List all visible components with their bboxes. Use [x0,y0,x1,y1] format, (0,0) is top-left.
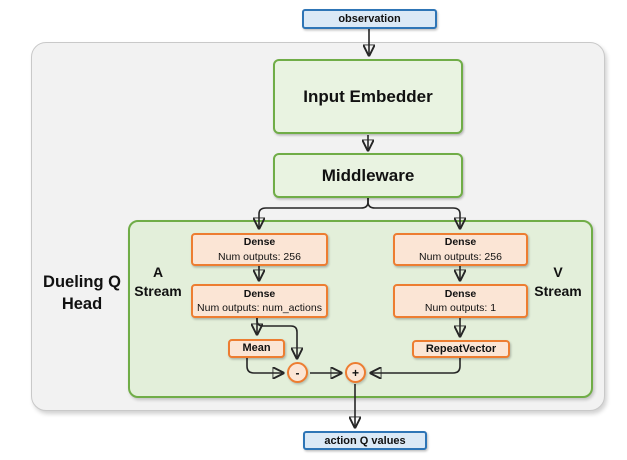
repeat-vector-label: RepeatVector [425,342,497,355]
mean-node: Mean [228,339,285,358]
v-stream-dense1-title: Dense [444,236,477,249]
a-stream-label-line1: A [152,264,164,280]
repeat-vector-node: RepeatVector [412,340,510,358]
input-embedder-label: Input Embedder [303,86,433,106]
mean-label: Mean [242,342,271,355]
v-stream-dense1-subtitle: Num outputs: 256 [419,250,502,263]
a-stream-dense2-node: Dense Num outputs: num_actions [191,284,328,318]
action-q-values-node: action Q values [303,431,427,450]
minus-operator-node: - [287,362,308,383]
a-stream-dense1-node: Dense Num outputs: 256 [191,233,328,266]
a-stream-label: A Stream [128,263,188,301]
middleware-node: Middleware [273,153,463,198]
a-stream-dense2-subtitle: Num outputs: num_actions [197,302,322,314]
observation-label: observation [338,13,401,25]
middleware-label: Middleware [321,165,415,185]
v-stream-dense2-subtitle: Num outputs: 1 [424,302,497,314]
plus-operator-node: + [345,362,366,383]
a-stream-dense1-subtitle: Num outputs: 256 [218,250,301,263]
dueling-q-head-label-line1: Dueling Q [43,273,121,291]
v-stream-dense1-node: Dense Num outputs: 256 [393,233,528,266]
input-embedder-node: Input Embedder [273,59,463,134]
plus-operator-label: + [351,365,359,380]
v-stream-label-line1: V [553,264,563,280]
minus-operator-label: - [295,365,300,380]
action-q-values-label: action Q values [324,434,406,447]
v-stream-label-line2: Stream [534,282,582,299]
v-stream-label: V Stream [528,263,588,301]
v-stream-dense2-title: Dense [444,287,477,300]
a-stream-label-line2: Stream [134,282,182,299]
dueling-q-head-label-line2: Head [61,295,103,314]
dueling-q-head-label: Dueling Q Head [28,271,136,316]
observation-node: observation [302,9,437,29]
v-stream-dense2-node: Dense Num outputs: 1 [393,284,528,318]
a-stream-dense2-title: Dense [243,287,276,300]
a-stream-dense1-title: Dense [243,236,276,249]
